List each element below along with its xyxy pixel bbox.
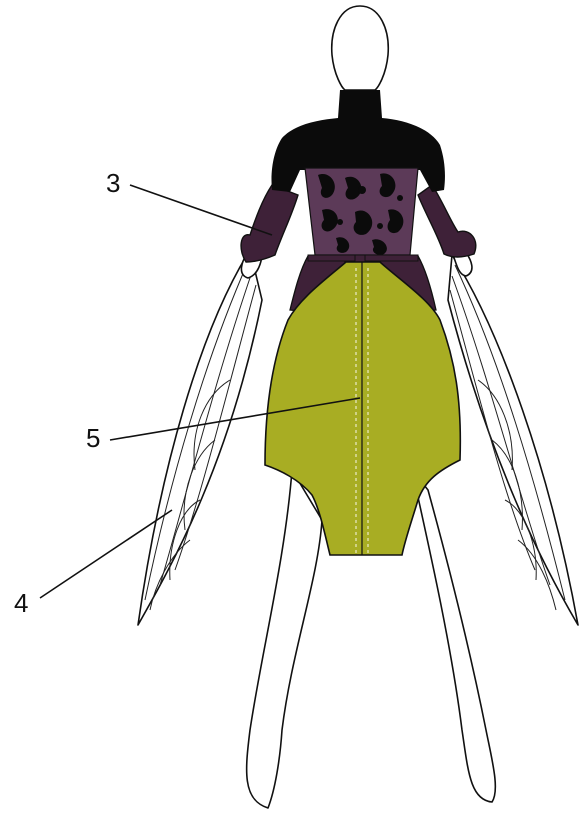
callout-label-4: 4 (14, 588, 28, 618)
right-wing (448, 255, 578, 625)
callout-label-5: 5 (86, 423, 100, 453)
mannequin-head (332, 6, 389, 90)
left-wing (138, 250, 262, 625)
bodice (305, 168, 418, 255)
callout-label-3: 3 (106, 168, 120, 198)
leader-line-3 (130, 185, 272, 235)
